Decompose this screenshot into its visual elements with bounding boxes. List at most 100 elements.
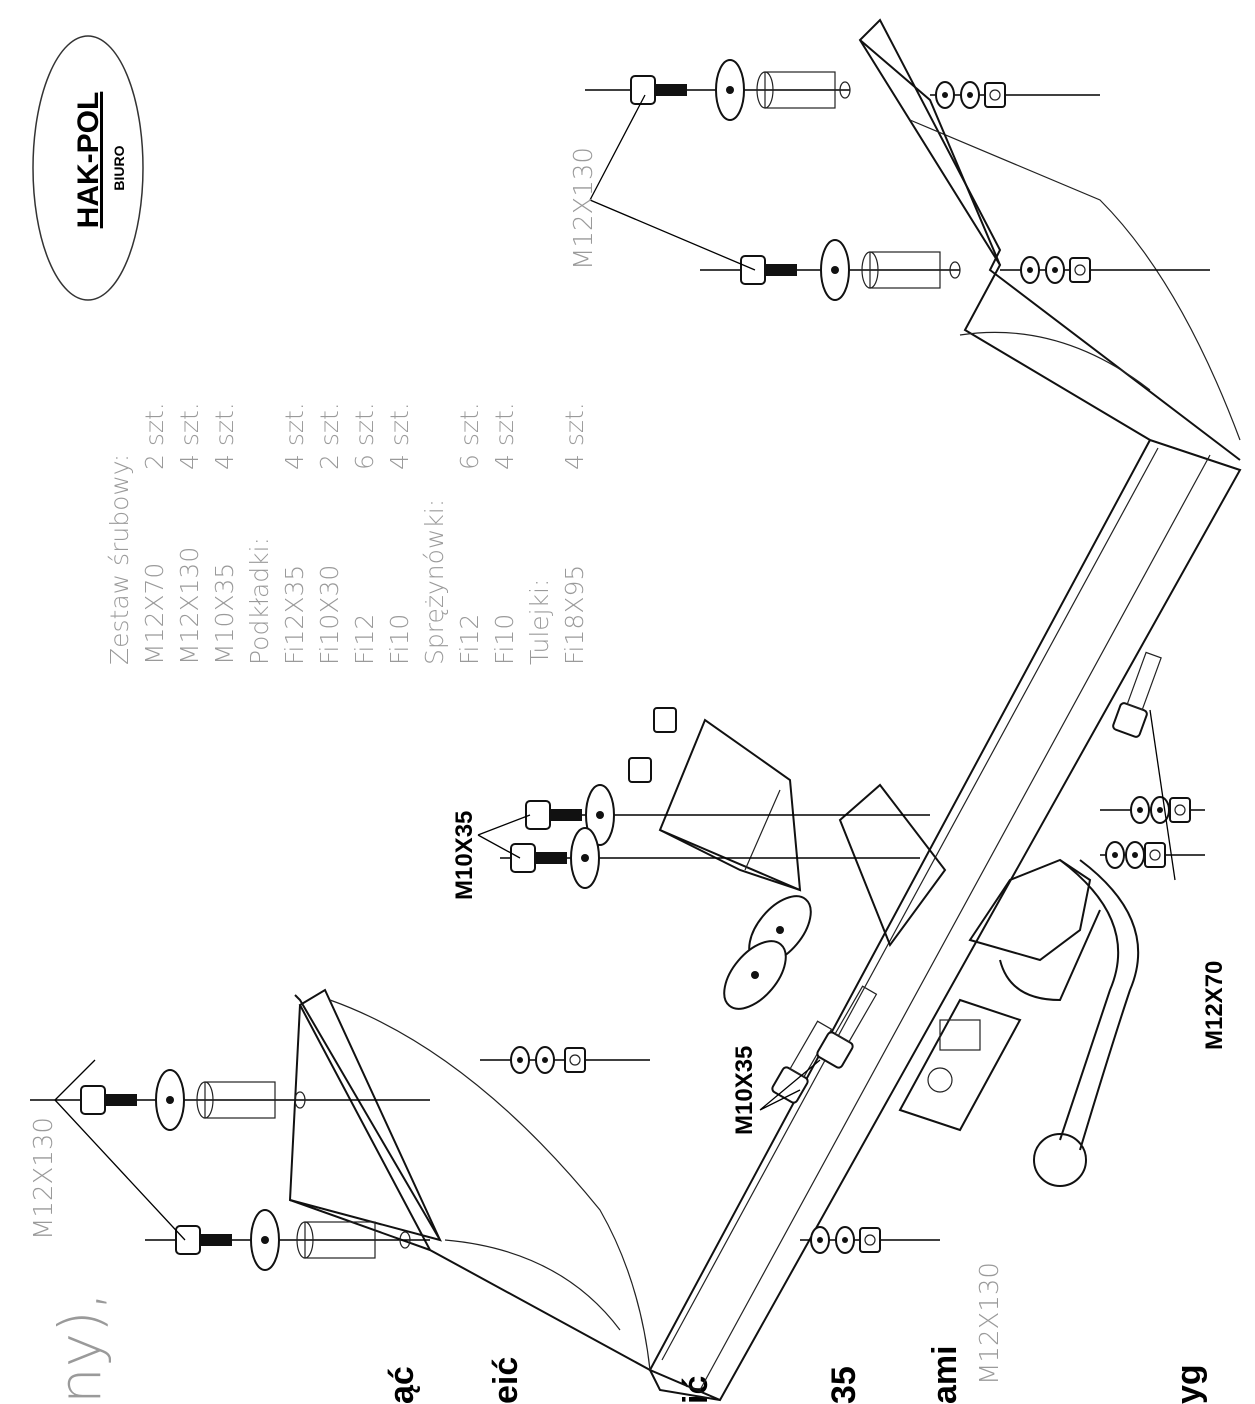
center-clamp-plates xyxy=(658,718,947,948)
callout-m10x35-lower: M10X35 xyxy=(731,1046,758,1135)
hak-pol-logo: HAK-POL BIURO xyxy=(32,35,144,301)
bolt-thread-icon xyxy=(105,1094,137,1106)
callout-m12x130-right: M12X130 xyxy=(569,147,599,270)
hex-nut-icon xyxy=(1169,797,1191,823)
hex-nut-icon xyxy=(628,757,652,783)
parts-list-item: Sprężynówki: xyxy=(420,499,449,665)
sleeve-end-icon xyxy=(296,1221,314,1259)
sleeve-tube-icon xyxy=(204,1081,276,1119)
washer-hole-icon xyxy=(166,1096,174,1104)
parts-list-qty: 2 szt. xyxy=(140,402,169,470)
lock-washer-hole-icon xyxy=(817,1237,823,1243)
parts-list: Zestaw śrubowy:M12X70 2 szt. M12X130 4 szt.… xyxy=(105,402,589,665)
callout-m12x70: M12X70 xyxy=(1201,961,1228,1050)
lock-washer-hole-icon xyxy=(1052,267,1058,273)
washer-hole-icon xyxy=(581,854,589,862)
lock-washer-hole-icon xyxy=(967,92,973,98)
diagonal-bolt-icon xyxy=(816,985,878,1069)
fragment-6: yg xyxy=(1170,1364,1208,1404)
parts-list-item: Tulejki: xyxy=(525,579,554,665)
callout-m10x35-upper: M10X35 xyxy=(451,811,478,900)
sleeve-end-icon xyxy=(196,1081,214,1119)
lock-washer-hole-icon xyxy=(1132,852,1138,858)
hex-nut-hole-icon xyxy=(989,89,1001,101)
left-edge-fragments: ąć eić ić 35 ami yg xyxy=(383,1345,1208,1404)
parts-list-qty: 4 szt. xyxy=(280,402,309,470)
mount-hole-icon xyxy=(399,1231,411,1249)
parts-list-qty: 4 szt. xyxy=(210,402,239,470)
parts-list-item: Podkładki: xyxy=(245,537,274,665)
fragment-4: 35 xyxy=(825,1366,863,1404)
crossbar-frame xyxy=(288,18,1242,1402)
parts-list-qty: 2 szt. xyxy=(315,402,344,470)
hex-nut-hole-icon xyxy=(1149,849,1161,861)
parts-list-item: M12X70 xyxy=(140,563,169,665)
hex-nut-hole-icon xyxy=(1074,264,1086,276)
logo-sub: BIURO xyxy=(111,145,127,190)
sleeve-end-icon xyxy=(756,71,774,109)
diagonal-bolt-shank-icon xyxy=(834,985,878,1043)
bolt-stacks xyxy=(30,59,1210,1271)
logo-brand: HAK-POL xyxy=(72,92,105,229)
fragment-5: ami xyxy=(926,1345,964,1404)
parts-list-qty: 6 szt. xyxy=(350,402,379,470)
hex-nut-icon xyxy=(1144,842,1166,868)
washer-hole-icon xyxy=(261,1236,269,1244)
hex-nut-hole-icon xyxy=(864,1234,876,1246)
bolt-thread-icon xyxy=(655,84,687,96)
bolt-head-icon xyxy=(740,255,766,285)
lock-washer-hole-icon xyxy=(942,92,948,98)
parts-list-qty: 4 szt. xyxy=(490,402,519,470)
sleeve-tube-icon xyxy=(764,71,836,109)
washer-hole-icon xyxy=(726,86,734,94)
mount-hole-icon xyxy=(294,1091,306,1109)
callout-m12x130-bottom: M12X130 xyxy=(975,1262,1005,1385)
lock-washer-hole-icon xyxy=(1112,852,1118,858)
parts-list-qty: 4 szt. xyxy=(560,402,589,470)
mount-hole-icon xyxy=(839,81,851,99)
lock-washer-hole-icon xyxy=(1137,807,1143,813)
lock-washer-hole-icon xyxy=(517,1057,523,1063)
parts-list-qty: 4 szt. xyxy=(385,402,414,470)
hex-nut-icon xyxy=(984,82,1006,108)
parts-list-item: Zestaw śrubowy: xyxy=(105,454,134,665)
lock-washer-hole-icon xyxy=(1027,267,1033,273)
parts-list-item: Fi12 xyxy=(455,614,484,665)
lock-washer-hole-icon xyxy=(542,1057,548,1063)
parts-list-item: Fi18X95 xyxy=(560,565,589,665)
hex-nut-icon xyxy=(653,707,677,733)
fragment-1: ąć xyxy=(383,1366,421,1404)
bolt-head-icon xyxy=(80,1085,106,1115)
parts-list-item: Fi10 xyxy=(490,614,519,665)
parts-list-qty: 6 szt. xyxy=(455,402,484,470)
large-washer-hole-icon xyxy=(751,971,759,979)
bolt-thread-icon xyxy=(200,1234,232,1246)
diagonal-bolt-icon xyxy=(1112,651,1162,738)
parts-list-item: Fi10X30 xyxy=(315,565,344,665)
parts-list-item: Fi10 xyxy=(385,614,414,665)
hex-nut-icon xyxy=(1069,257,1091,283)
large-washer-hole-icon xyxy=(776,926,784,934)
callout-leaders xyxy=(54,94,1176,1241)
bolt-thread-icon xyxy=(550,809,582,821)
parts-list-item: Fi12X35 xyxy=(280,565,309,665)
washer-hole-icon xyxy=(831,266,839,274)
diagonal-bolt-head-icon xyxy=(816,1031,854,1069)
sleeve-end-icon xyxy=(861,251,879,289)
parts-list-qty: 4 szt. xyxy=(175,402,204,470)
bolt-head-icon xyxy=(175,1225,201,1255)
bolt-thread-icon xyxy=(535,852,567,864)
parts-list-item: M10X35 xyxy=(210,563,239,665)
lock-washer-hole-icon xyxy=(1157,807,1163,813)
parts-list-item: M12X130 xyxy=(175,547,204,665)
sleeve-tube-icon xyxy=(869,251,941,289)
hex-nut-icon xyxy=(859,1227,881,1253)
parts-list-item: Fi12 xyxy=(350,614,379,665)
sleeve-tube-icon xyxy=(304,1221,376,1259)
hex-nut-icon xyxy=(564,1047,586,1073)
diagonal-bolt-shank-icon xyxy=(1126,651,1162,711)
fragment-2: eić xyxy=(487,1357,525,1404)
mount-hole-icon xyxy=(949,261,961,279)
bolt-head-icon xyxy=(510,843,536,873)
